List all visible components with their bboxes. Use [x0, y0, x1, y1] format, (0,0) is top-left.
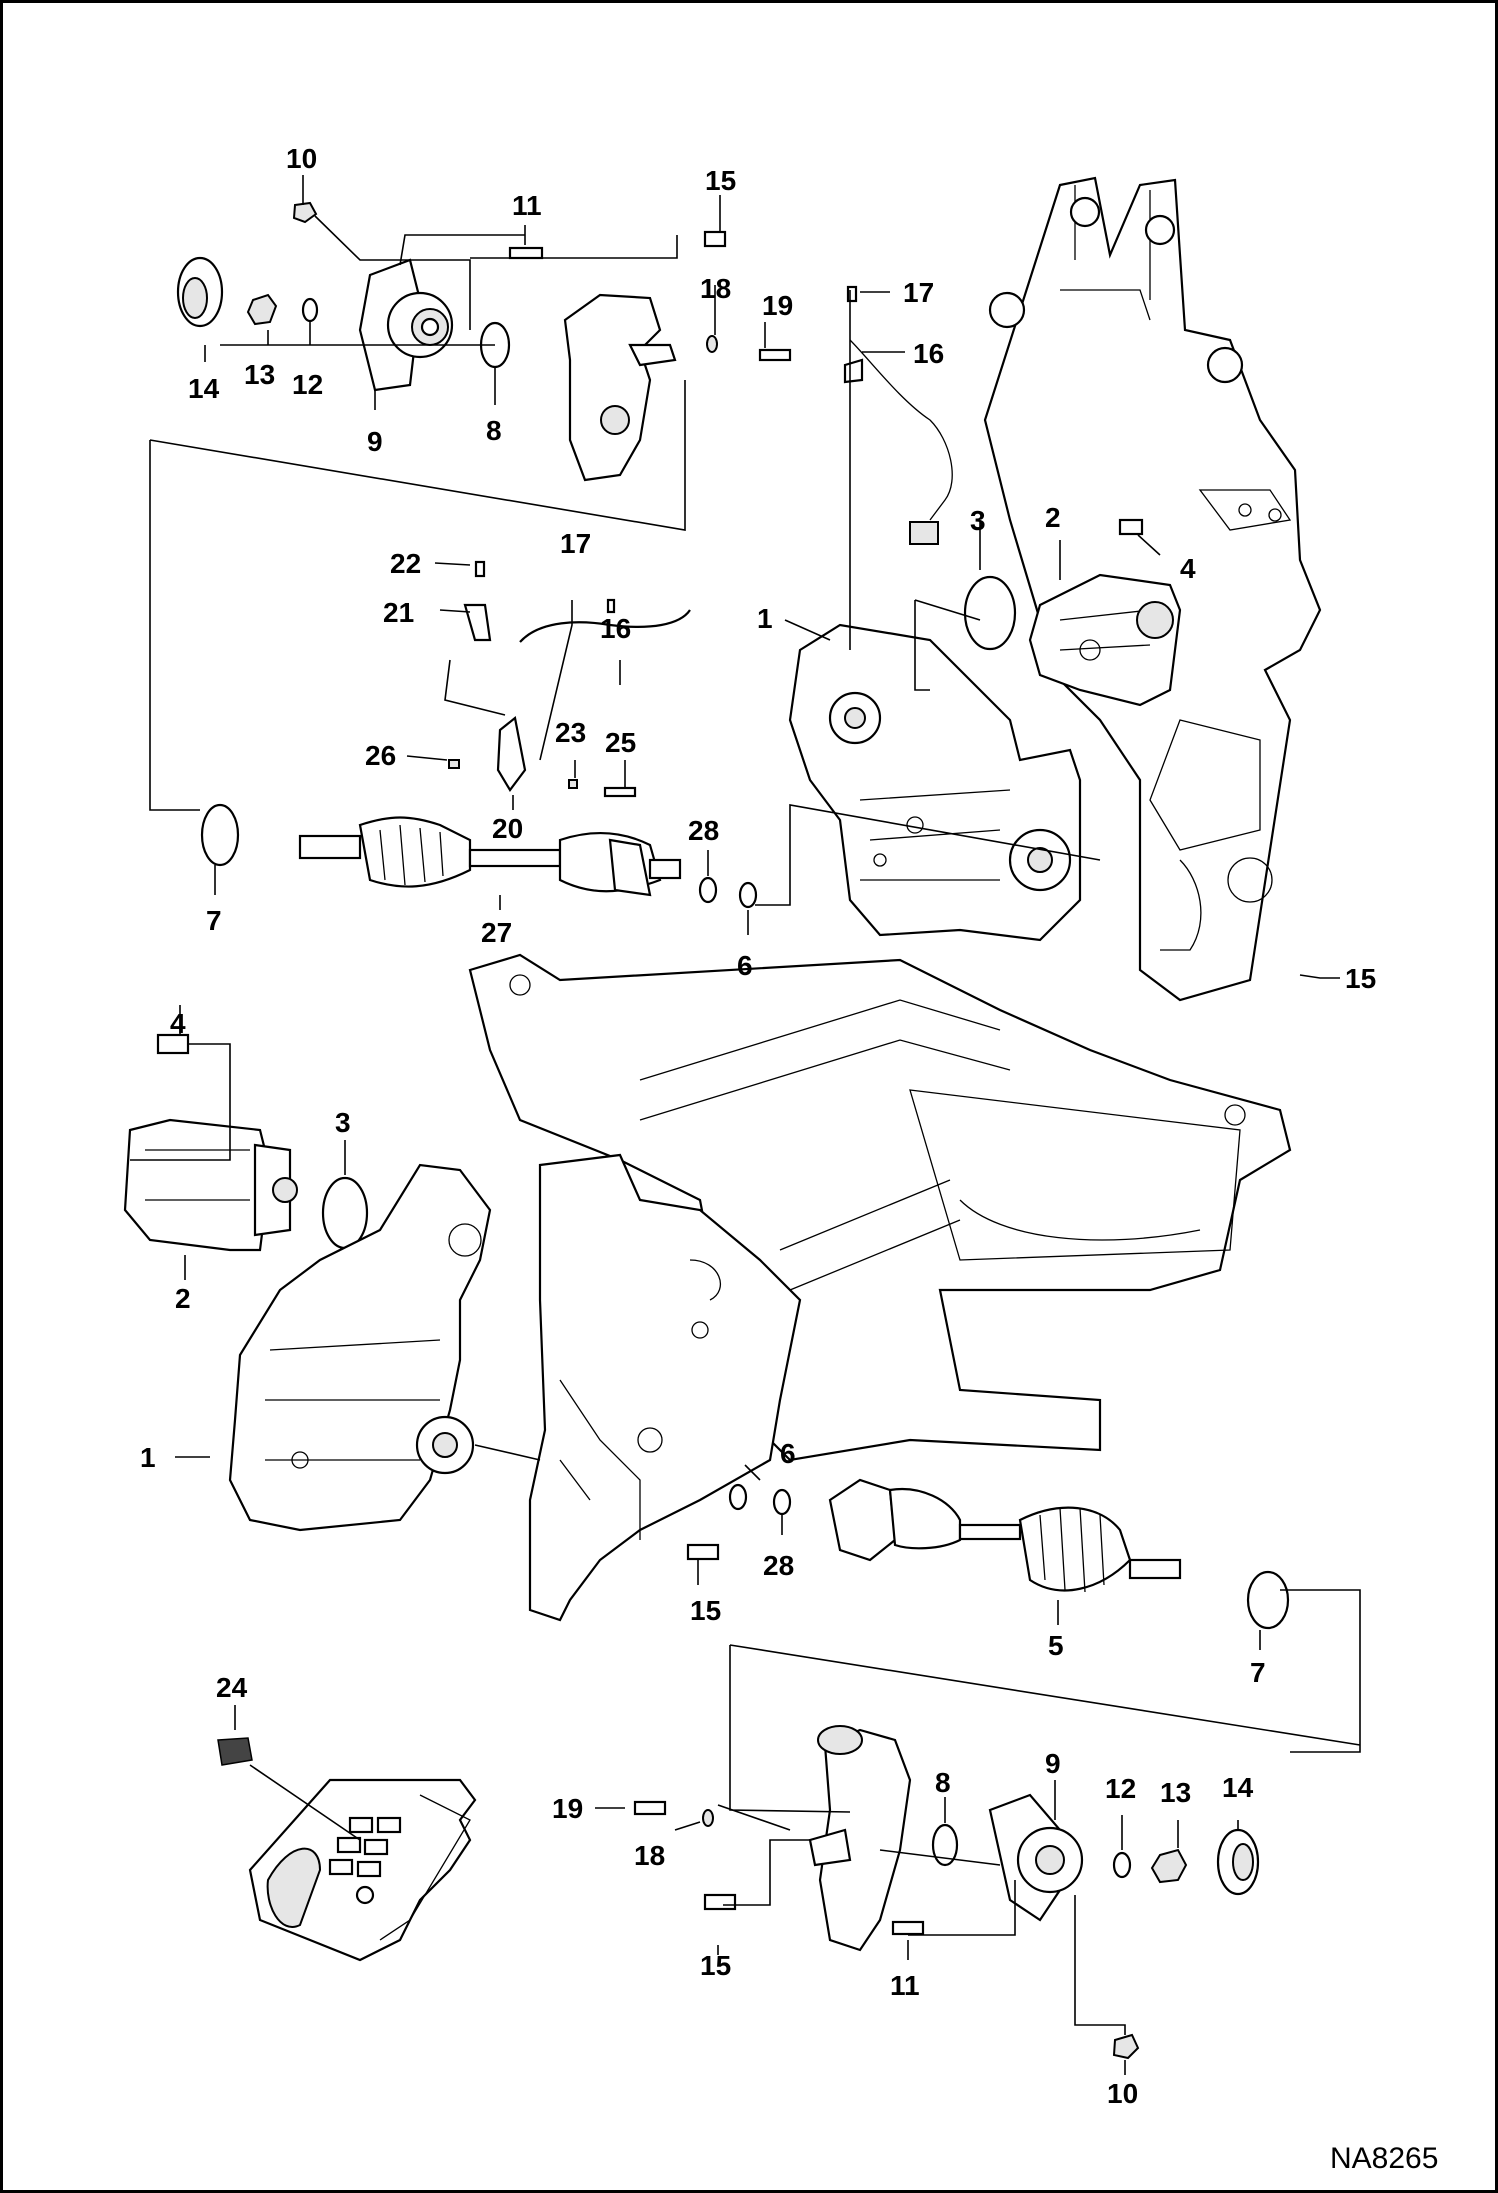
callout-9-lower: 9	[1045, 1748, 1061, 1779]
lower-drive-assembly	[123, 1033, 1290, 2060]
callout-3-lower: 3	[335, 1107, 351, 1138]
callout-6-top: 6	[737, 950, 753, 981]
callout-19-lower: 19	[552, 1793, 583, 1824]
callout-28-top: 28	[688, 815, 719, 846]
callout-17-top: 17	[903, 277, 934, 308]
callout-17-mid: 17	[560, 528, 591, 559]
callout-2-top: 2	[1045, 502, 1061, 533]
callout-15-bottom: 15	[700, 1950, 731, 1981]
callout-11-lower: 11	[890, 1970, 920, 2001]
upper-drive-assembly	[176, 201, 1182, 942]
callout-4-top: 4	[1180, 553, 1196, 584]
callout-14-top: 14	[188, 373, 220, 404]
callouts: 10 11 15 18 19 17 16 14 13 12 9 8 3 2 4 …	[140, 143, 1438, 2175]
callout-8-lower: 8	[935, 1767, 951, 1798]
drawing-reference: NA8265	[1330, 2142, 1438, 2175]
callout-22: 22	[390, 548, 421, 579]
callout-25: 25	[605, 727, 636, 758]
callout-12-lower: 12	[1105, 1773, 1136, 1804]
callout-2-lower: 2	[175, 1283, 191, 1314]
callout-9-top: 9	[367, 426, 383, 457]
callout-13-top: 13	[244, 359, 275, 390]
callout-24: 24	[216, 1672, 248, 1703]
callout-27: 27	[481, 917, 512, 948]
callout-18-lower: 18	[634, 1840, 665, 1871]
callout-6-lower: 6	[780, 1438, 796, 1469]
callout-1-top: 1	[757, 603, 773, 634]
leader-lines	[130, 175, 1361, 2075]
callout-18-top: 18	[700, 273, 731, 304]
callout-15-top: 15	[705, 165, 736, 196]
main-frame	[468, 176, 1322, 1622]
callout-14-lower: 14	[1222, 1772, 1254, 1803]
callout-5: 5	[1048, 1630, 1064, 1661]
callout-21: 21	[383, 597, 414, 628]
callout-15-right: 15	[1345, 963, 1376, 994]
callout-11-top: 11	[512, 190, 542, 221]
callout-7-lower: 7	[1250, 1657, 1266, 1688]
callout-20: 20	[492, 813, 523, 844]
callout-4-lower: 4	[170, 1008, 186, 1039]
callout-12-top: 12	[292, 369, 323, 400]
callout-15-lower: 15	[690, 1595, 721, 1626]
callout-16-top: 16	[913, 338, 944, 369]
callout-23: 23	[555, 717, 586, 748]
callout-3-top: 3	[970, 505, 986, 536]
callout-10-top: 10	[286, 143, 317, 174]
callout-19-top: 19	[762, 290, 793, 321]
callout-26: 26	[365, 740, 396, 771]
callout-28-lower: 28	[763, 1550, 794, 1581]
callout-8-top: 8	[486, 415, 502, 446]
callout-7-top: 7	[206, 905, 222, 936]
callout-16-mid: 16	[600, 613, 631, 644]
callout-1-lower: 1	[140, 1442, 156, 1473]
callout-10-lower: 10	[1107, 2078, 1138, 2109]
callout-13-lower: 13	[1160, 1777, 1191, 1808]
